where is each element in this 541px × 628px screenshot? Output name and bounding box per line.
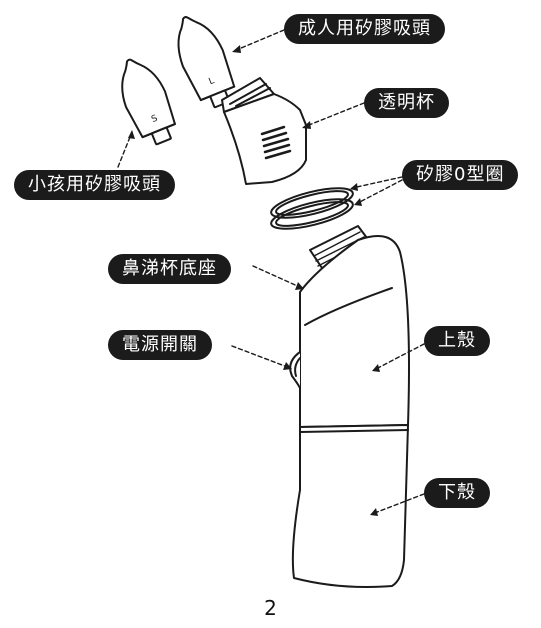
label-upper-shell: 上殼	[424, 326, 490, 356]
label-lower-shell: 下殼	[424, 478, 490, 508]
label-power-switch: 電源開關	[108, 330, 212, 360]
child-silicone-tip: S	[121, 58, 176, 146]
child-tip-size-mark: S	[150, 113, 159, 125]
label-silicone-o-ring: 矽膠0型圈	[402, 160, 519, 190]
page-number: 2	[264, 596, 277, 620]
device-body	[289, 225, 410, 588]
adult-tip-size-mark: L	[208, 76, 216, 87]
label-nozzle-cup-base: 鼻涕杯底座	[108, 254, 231, 284]
arrow-heads	[128, 45, 380, 516]
label-transparent-cup: 透明杯	[364, 88, 449, 118]
label-child-silicone-tip: 小孩用矽膠吸頭	[14, 170, 175, 200]
label-adult-silicone-tip: 成人用矽膠吸頭	[284, 14, 445, 44]
silicone-o-ring	[270, 187, 354, 230]
transparent-cup	[221, 77, 307, 185]
leader-arrows	[117, 29, 425, 515]
